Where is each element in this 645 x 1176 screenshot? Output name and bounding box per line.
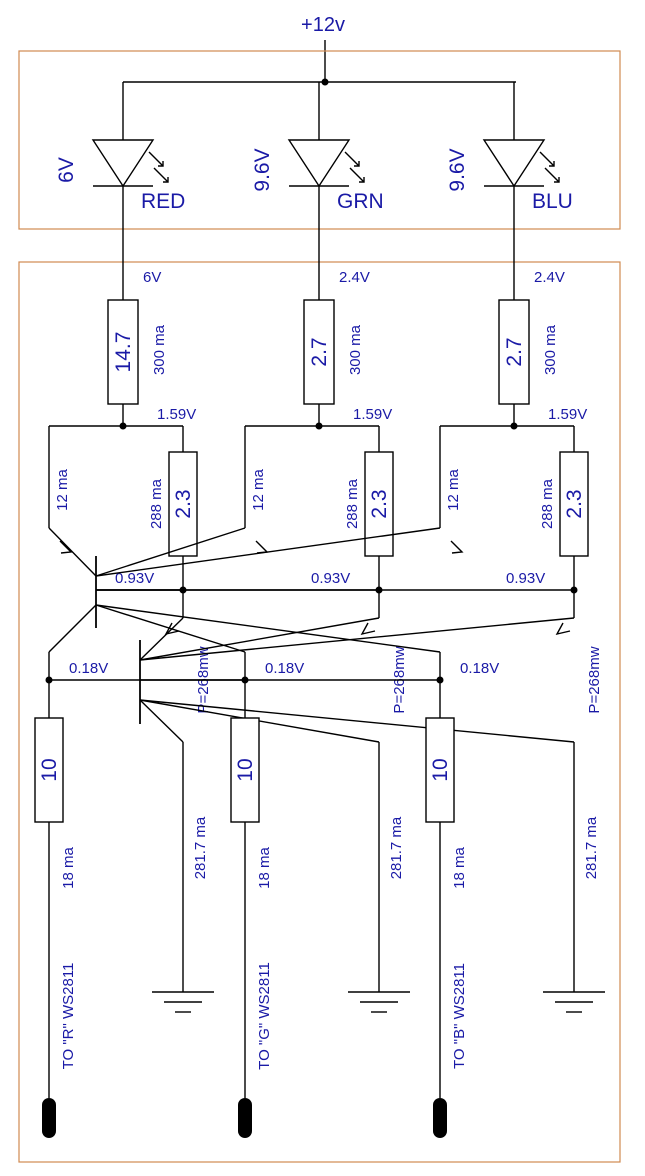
- led-forward-voltage: 9.6V: [446, 148, 469, 191]
- q1-emitter-lead: [95, 527, 441, 577]
- sense-resistor-value: 2.3: [172, 489, 195, 518]
- q1-collector-lead: [48, 604, 97, 653]
- output-terminal: [238, 1098, 252, 1138]
- q2-base-voltage: 0.18V: [69, 660, 108, 677]
- base-resistor-value: 10: [234, 758, 257, 781]
- q1-current: 12 ma: [445, 469, 462, 511]
- q1-current: 12 ma: [54, 469, 71, 511]
- base-resistor-current: 18 ma: [60, 847, 77, 889]
- series-resistor-current: 300 ma: [542, 324, 559, 375]
- led-forward-voltage: 9.6V: [251, 148, 274, 191]
- q2-collector-lead: [139, 699, 575, 743]
- channel-blu: 9.6V BLU 2.4V 2.7 300 ma 1.59V 2.3 288 ma 0.93V 1…: [95, 82, 605, 1138]
- base-resistor: [34, 717, 64, 823]
- output-terminal: [433, 1098, 447, 1138]
- q2-collector-lead: [139, 699, 184, 743]
- led-light-arrowhead: [158, 161, 164, 167]
- base-resistor-current: 18 ma: [451, 847, 468, 889]
- q1-emitter-lead: [95, 527, 246, 577]
- q1-collector-lead: [95, 604, 441, 653]
- output-label: TO "B" WS2811: [451, 963, 468, 1069]
- supply-label: +12v: [301, 14, 345, 36]
- channels-group: 6V RED 6V 14.7 300 ma 1.59V 2.3 288 ma 0.93V 12 m…: [34, 82, 605, 1138]
- q2-current: 281.7 ma: [388, 816, 405, 879]
- led-bottom-voltage: 6V: [143, 269, 161, 286]
- series-resistor-current: 300 ma: [347, 324, 364, 375]
- sense-resistor: [364, 451, 394, 557]
- channel-red: 6V RED 6V 14.7 300 ma 1.59V 2.3 288 ma 0.93V 12 m…: [34, 82, 214, 1138]
- series-resistor-value: 2.7: [503, 337, 526, 366]
- sense-resistor-current: 288 ma: [344, 478, 361, 529]
- sense-resistor-value: 2.3: [563, 489, 586, 518]
- q1-base-voltage: 0.93V: [506, 570, 545, 587]
- led-bottom-voltage: 2.4V: [534, 269, 565, 286]
- led-light-arrow: [344, 151, 360, 167]
- led-light-arrow: [539, 151, 555, 167]
- sense-resistor-current: 288 ma: [148, 478, 165, 529]
- q1-emitter-lead: [48, 527, 97, 577]
- led-light-arrowhead: [354, 161, 360, 167]
- node-voltage: 1.59V: [353, 406, 392, 423]
- led-name: BLU: [532, 190, 573, 213]
- led-light-arrow: [349, 167, 365, 183]
- series-resistor: [498, 299, 530, 405]
- q1-emitter-arrow: [59, 540, 73, 554]
- series-resistor-value: 2.7: [308, 337, 331, 366]
- q1-emitter-arrow: [255, 540, 269, 554]
- q1-current: 12 ma: [250, 469, 267, 511]
- led-bottom-voltage: 2.4V: [339, 269, 370, 286]
- q1-collector-lead: [95, 604, 246, 653]
- node-voltage: 1.59V: [157, 406, 196, 423]
- led-light-arrowhead: [163, 177, 169, 183]
- led-name: GRN: [337, 190, 384, 213]
- output-terminal: [42, 1098, 56, 1138]
- led-light-arrow: [544, 167, 560, 183]
- q2-emitter-lead: [139, 617, 380, 661]
- q2-emitter-arrow: [555, 622, 571, 636]
- q1-base-voltage: 0.93V: [311, 570, 350, 587]
- output-label: TO "G" WS2811: [256, 962, 273, 1070]
- sense-resistor: [559, 451, 589, 557]
- led-light-arrowhead: [359, 177, 365, 183]
- led-light-arrow: [153, 167, 169, 183]
- series-resistor-value: 14.7: [112, 332, 135, 373]
- q2-emitter-lead: [139, 617, 575, 661]
- channel-grn: 9.6V GRN 2.4V 2.7 300 ma 1.59V 2.3 288 ma 0.93V 1…: [95, 82, 410, 1138]
- q2-current: 281.7 ma: [192, 816, 209, 879]
- series-resistor-current: 300 ma: [151, 324, 168, 375]
- q2-emitter-arrow: [164, 622, 180, 636]
- q1-emitter-arrow: [450, 540, 464, 554]
- supply-junction: [321, 78, 329, 86]
- base-resistor-current: 18 ma: [256, 847, 273, 889]
- q2-base-voltage: 0.18V: [460, 660, 499, 677]
- led-light-arrowhead: [549, 161, 555, 167]
- sense-resistor-value: 2.3: [368, 489, 391, 518]
- base-resistor-value: 10: [429, 758, 452, 781]
- led-forward-voltage: 6V: [55, 157, 78, 183]
- led-light-arrow: [148, 151, 164, 167]
- base-resistor-value: 10: [38, 758, 61, 781]
- q2-emitter-arrow: [360, 622, 376, 636]
- output-label: TO "R" WS2811: [60, 963, 77, 1070]
- q2-power: P=268mw: [586, 646, 603, 713]
- q2-base-voltage: 0.18V: [265, 660, 304, 677]
- led-diode: [91, 139, 155, 188]
- q2-emitter-lead: [139, 617, 184, 661]
- sense-resistor-current: 288 ma: [539, 478, 556, 529]
- q2-current: 281.7 ma: [583, 816, 600, 879]
- led-name: RED: [141, 190, 185, 213]
- led-light-arrowhead: [554, 177, 560, 183]
- led-diode: [287, 139, 351, 188]
- led-diode: [482, 139, 546, 188]
- node-voltage: 1.59V: [548, 406, 587, 423]
- q1-base-voltage: 0.93V: [115, 570, 154, 587]
